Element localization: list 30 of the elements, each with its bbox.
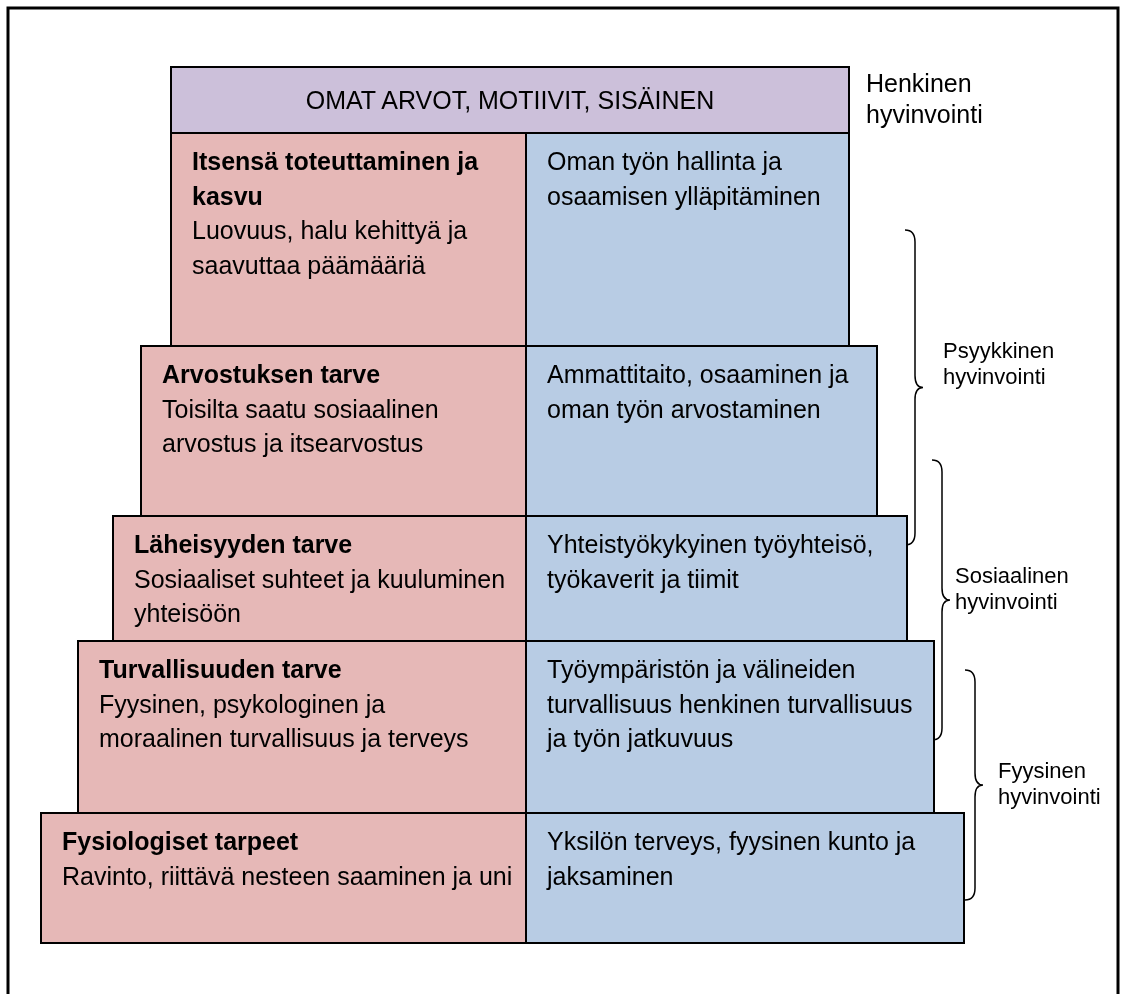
work-block: [525, 132, 850, 347]
need-block: [112, 515, 527, 642]
work-description: Yhteistyökykyinen työyhteisö, työkaverit ja tiimit: [547, 529, 875, 595]
side-label: Henkinen hyvinvointi: [866, 68, 984, 131]
need-heading: Itsensä toteuttaminen ja kasvu: [192, 146, 480, 212]
need-description: Sosiaaliset suhteet ja kuuluminen yhteisöön: [134, 563, 507, 629]
need-heading: Arvostuksen tarve: [162, 359, 382, 390]
work-block: [525, 812, 965, 944]
need-description: Toisilta saatu sosiaalinen arvostus ja itsearvostus: [162, 393, 440, 459]
work-description: Työympäristön ja välineiden turvallisuus henkinen turvallisuus ja työn jatkuvuus: [547, 654, 914, 754]
need-description: Fyysinen, psykologinen ja moraalinen turvallisuus ja terveys: [99, 688, 470, 754]
need-description: Luovuus, halu kehittyä ja saavuttaa päämääriä: [192, 215, 469, 281]
brace-label: Sosiaalinen hyvinvointi: [955, 563, 1070, 616]
work-block: [525, 515, 908, 642]
brace-label: Fyysinen hyvinvointi: [998, 758, 1102, 811]
banner-text: OMAT ARVOT, MOTIIVIT, SISÄINEN: [305, 84, 715, 116]
need-heading: Läheisyyden tarve: [134, 529, 354, 560]
need-block: [40, 812, 527, 944]
work-description: Oman työn hallinta ja osaamisen ylläpitäminen: [547, 146, 822, 212]
need-description: Ravinto, riittävä nesteen saaminen ja uni: [62, 860, 513, 892]
work-block: [525, 345, 878, 517]
work-block: [525, 640, 935, 814]
brace-label: Psyykkinen hyvinvointi: [943, 338, 1056, 391]
need-block: [170, 132, 527, 347]
need-block: [77, 640, 527, 814]
work-description: Ammattitaito, osaaminen ja oman työn arvostaminen: [547, 359, 850, 425]
need-heading: Turvallisuuden tarve: [99, 654, 343, 685]
need-heading: Fysiologiset tarpeet: [62, 826, 300, 857]
work-description: Yksilön terveys, fyysinen kunto ja jaksaminen: [547, 826, 917, 892]
need-block: [140, 345, 527, 517]
